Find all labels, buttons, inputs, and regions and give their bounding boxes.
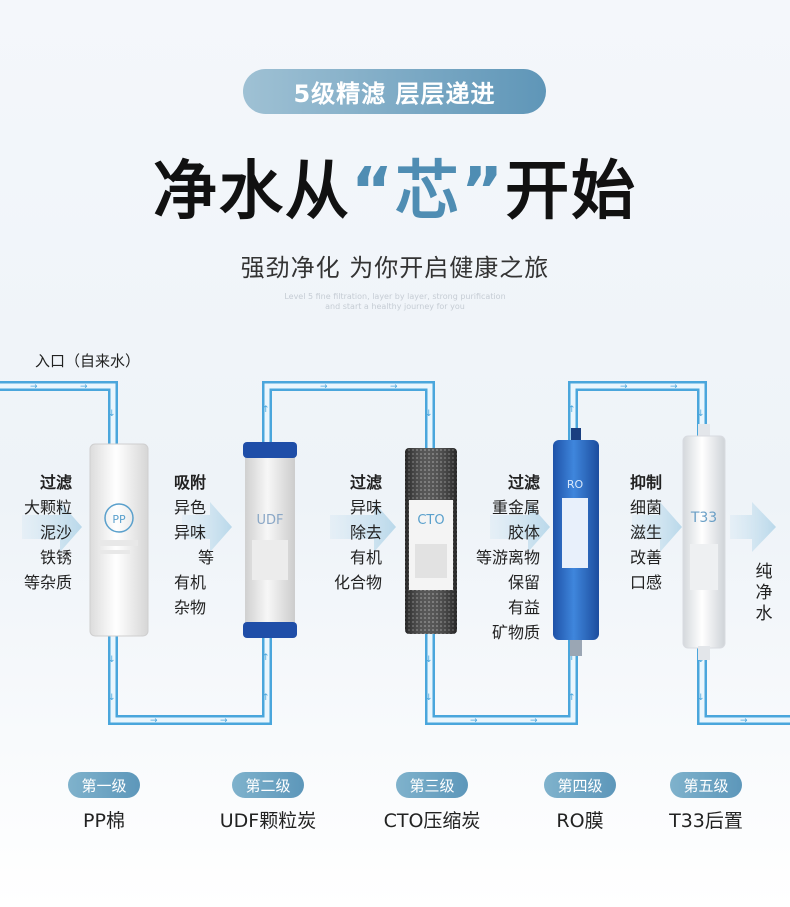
subtitle: 强劲净化 为你开启健康之旅 [240, 254, 550, 282]
stage5-name: T33后置 [669, 810, 743, 832]
stage3-name: CTO压缩炭 [383, 810, 481, 832]
stage5-desc-line: 细菌 [630, 498, 663, 517]
svg-text:↓: ↓ [425, 409, 433, 419]
stage2-desc-line: 异味 [174, 523, 207, 542]
cartridge-cto: CTO [405, 448, 457, 634]
svg-text:↓: ↓ [108, 409, 116, 419]
svg-text:→: → [80, 382, 88, 392]
svg-text:↑: ↑ [568, 693, 576, 703]
stage3-desc-title: 过滤 [349, 473, 382, 492]
svg-text:↓: ↓ [425, 693, 433, 703]
stage4-desc-line: 矿物质 [491, 623, 540, 642]
cartridge-udf: UDF [243, 442, 297, 638]
cartridge-ro: RO [553, 428, 599, 656]
svg-text:→: → [320, 382, 328, 392]
stage1-badge: 第一级 [68, 772, 140, 798]
stage5-badge: 第五级 [670, 772, 742, 798]
stage1-description: 过滤 大颗粒 泥沙 铁锈 等杂质 [20, 470, 72, 595]
svg-text:↑: ↑ [262, 693, 270, 703]
header-pill: 5级精滤 层层递进 [243, 69, 546, 114]
stage2-desc-line: 异色 [174, 498, 207, 517]
inlet-label: 入口（自来水） [35, 352, 141, 370]
stage3-desc-line: 化合物 [333, 573, 382, 592]
stage1-desc-line: 等杂质 [23, 573, 72, 592]
stage5-desc-title: 抑制 [630, 473, 663, 492]
cartridge-udf-icon-text: UDF [256, 513, 283, 528]
stage2-desc-line: 等 [197, 548, 214, 567]
stage5-desc-line: 口感 [630, 573, 663, 592]
english-subtitle-line1: Level 5 fine filtration, layer by layer,… [284, 292, 506, 301]
cartridge-pp-icon-text: PP [112, 513, 126, 526]
stage2-name: UDF颗粒炭 [219, 810, 317, 832]
stage4-desc-line: 有益 [507, 598, 540, 617]
svg-text:→: → [220, 716, 228, 726]
stage4-desc-line: 重金属 [491, 498, 540, 517]
stage3-description: 过滤 异味 除去 有机 化合物 [328, 470, 382, 595]
english-subtitle-line2: and start a healthy journey for you [325, 302, 465, 311]
stage4-desc-line: 胶体 [507, 523, 540, 542]
stage5-description: 抑制 细菌 滋生 改善 口感 [630, 470, 670, 595]
svg-text:→: → [390, 382, 398, 392]
stage4-desc-line: 保留 [507, 573, 540, 592]
stage2-badge: 第二级 [232, 772, 304, 798]
stage3-desc-line: 除去 [349, 523, 382, 542]
cartridge-pp: PP [89, 443, 149, 637]
stage5-desc-line: 滋生 [630, 523, 663, 542]
svg-text:↓: ↓ [697, 409, 705, 419]
svg-text:↑: ↑ [262, 405, 270, 415]
headline: 净水从“芯”开始 [0, 140, 790, 232]
svg-text:↑: ↑ [568, 405, 576, 415]
cartridge-t33: T33 [682, 424, 726, 660]
stage2-desc-line: 有机 [174, 573, 207, 592]
flow-arrow-3 [330, 502, 396, 552]
stage4-name: RO膜 [556, 810, 604, 832]
cartridge-ro-icon-text: RO [567, 478, 584, 491]
cartridge-cto-icon-text: CTO [417, 513, 444, 528]
svg-text:↓: ↓ [425, 655, 433, 665]
flow-arrow-4 [490, 502, 550, 552]
stage4-badge: 第四级 [544, 772, 616, 798]
flow-arrow-1 [22, 502, 82, 552]
svg-text:→: → [150, 716, 158, 726]
stage3-badge: 第三级 [396, 772, 468, 798]
flow-arrow-2 [182, 502, 232, 552]
svg-text:↓: ↓ [108, 655, 116, 665]
stage2-description: 吸附 异色 异味 等 有机 杂物 [174, 470, 214, 620]
svg-text:→: → [620, 382, 628, 392]
headline-accent: “芯” [350, 155, 506, 229]
svg-text:↑: ↑ [568, 653, 576, 663]
svg-text:↓: ↓ [108, 693, 116, 703]
svg-text:→: → [670, 382, 678, 392]
svg-text:→: → [470, 716, 478, 726]
stage1-desc-line: 泥沙 [39, 523, 72, 542]
flow-arrow-5 [632, 502, 682, 552]
svg-text:→: → [530, 716, 538, 726]
stage1-desc-title: 过滤 [39, 473, 72, 492]
outlet-arrow [730, 502, 776, 552]
stage4-desc-title: 过滤 [507, 473, 540, 492]
stage2-desc-title: 吸附 [174, 473, 207, 492]
outlet-label: 纯净水 [755, 562, 773, 624]
svg-text:↑: ↑ [262, 653, 270, 663]
stage4-desc-line: 等游离物 [475, 548, 540, 567]
headline-post: 开始 [505, 155, 638, 229]
headline-pre: 净水从 [152, 155, 351, 229]
svg-text:→: → [30, 382, 38, 392]
svg-text:↓: ↓ [697, 693, 705, 703]
stage3-desc-line: 有机 [349, 548, 382, 567]
svg-text:↓: ↓ [697, 655, 705, 665]
stage5-desc-line: 改善 [630, 548, 663, 567]
stage4-description: 过滤 重金属 胶体 等游离物 保留 有益 矿物质 [466, 470, 540, 645]
stage2-desc-line: 杂物 [174, 598, 207, 617]
cartridge-t33-icon-text: T33 [690, 510, 717, 526]
stage3-desc-line: 异味 [349, 498, 382, 517]
stage1-desc-line: 大颗粒 [23, 498, 72, 517]
stage1-desc-line: 铁锈 [39, 548, 72, 567]
svg-text:→: → [740, 716, 748, 726]
stage1-name: PP棉 [83, 810, 125, 832]
